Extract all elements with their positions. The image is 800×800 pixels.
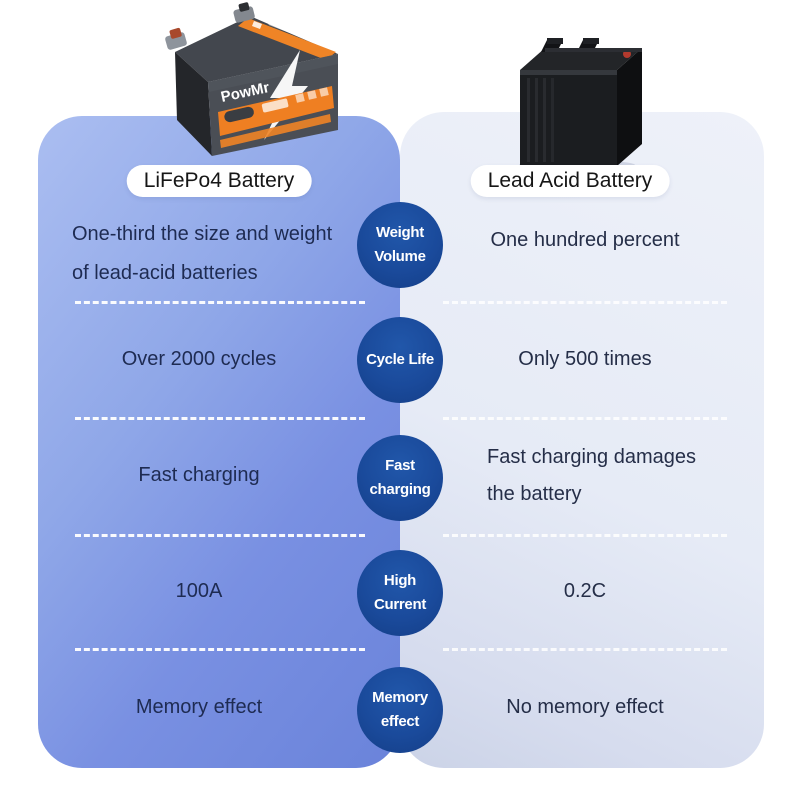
row-text-line: Only 500 times	[518, 347, 652, 370]
badge-text-line: Memory	[372, 689, 428, 706]
badge-fast-charging: Fast charging	[357, 435, 443, 521]
row-text-line: Fast charging damages	[487, 445, 697, 468]
lead-acid-row-cycle-life: Only 500 times	[440, 301, 730, 417]
lead-acid-row-memory-effect: No memory effect	[440, 648, 730, 766]
lifepo4-row-weight: One-third the size and weight of lead-ac…	[38, 204, 394, 304]
badge-high-current: High Current	[357, 550, 443, 636]
lifepo4-header-text: LiFePo4 Battery	[143, 169, 295, 192]
row-text-line: 100A	[175, 579, 223, 602]
battery-terminal	[233, 2, 255, 23]
badge-text-line: charging	[369, 480, 431, 498]
lead-acid-row-weight: One hundred percent	[440, 190, 730, 290]
lifepo4-row-high-current: 100A	[38, 534, 360, 648]
separator-line	[443, 301, 727, 304]
separator-line	[443, 417, 727, 420]
separator-line	[75, 301, 365, 304]
lead-acid-header-text: Lead Acid Battery	[487, 169, 653, 192]
badge-text-line: Cycle Life	[366, 350, 434, 368]
lead-acid-battery-image	[519, 38, 642, 170]
lifepo4-battery-image: PowMr	[165, 2, 338, 156]
badge-text-line: Weight	[376, 224, 424, 241]
row-text-line: One hundred percent	[490, 228, 680, 251]
lifepo4-row-memory-effect: Memory effect	[38, 648, 360, 766]
badge-text-line: Volume	[374, 247, 426, 265]
row-text-line: No memory effect	[506, 695, 664, 718]
separator-line	[443, 534, 727, 537]
row-text-line: the battery	[487, 482, 582, 505]
lead-acid-row-high-current: 0.2C	[440, 534, 730, 648]
battery-terminal	[165, 27, 187, 50]
separator-line	[75, 648, 365, 651]
badge-text-line: High	[383, 572, 417, 589]
lead-acid-panel	[400, 112, 764, 768]
row-text-line: Over 2000 cycles	[121, 347, 277, 370]
lifepo4-header-label: LiFePo4 Battery	[126, 165, 312, 197]
lifepo4-row-fast-charging: Fast charging	[38, 417, 360, 534]
badge-memory-effect: Memory effect	[357, 667, 443, 753]
badge-text-line: effect	[380, 712, 420, 730]
badge-text-line: Current	[373, 595, 427, 613]
separator-line	[75, 417, 365, 420]
badge-text-line: Fast	[385, 457, 415, 474]
lifepo4-row-cycle-life: Over 2000 cycles	[38, 301, 360, 417]
badge-weight-volume: Weight Volume	[357, 202, 443, 288]
separator-line	[443, 648, 727, 651]
lifepo4-panel	[38, 116, 400, 768]
lead-acid-header-label: Lead Acid Battery	[470, 165, 670, 197]
row-text-line: 0.2C	[563, 579, 607, 602]
row-text-line: of lead-acid batteries	[72, 262, 258, 284]
row-text-line: Fast charging	[138, 464, 260, 486]
row-text-line: Memory effect	[135, 695, 263, 718]
lead-acid-row-fast-charging: Fast charging damages the battery	[440, 417, 777, 534]
badge-cycle-life: Cycle Life	[357, 317, 443, 403]
row-text-line: One-third the size and weight	[72, 223, 333, 245]
separator-line	[75, 534, 365, 537]
